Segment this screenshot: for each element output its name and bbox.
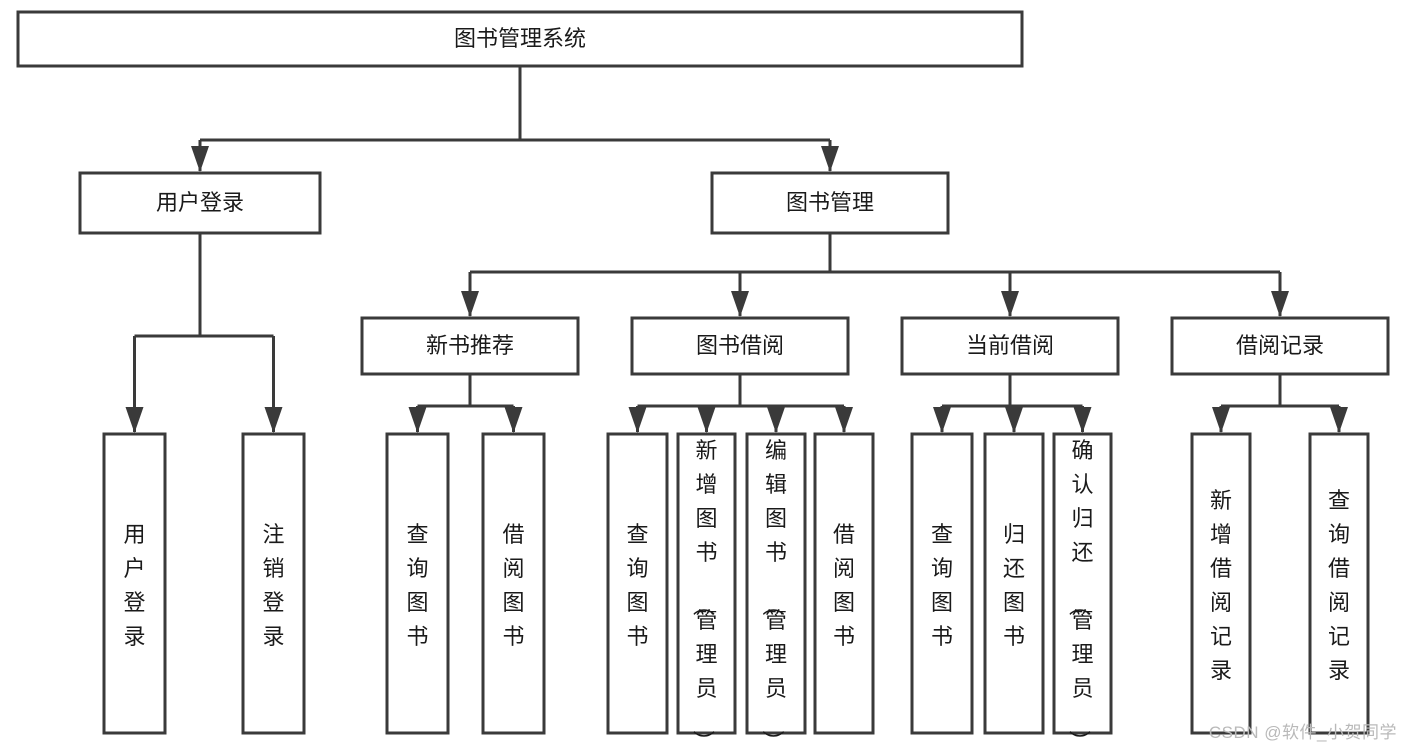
node-box-user-login[interactable] <box>78 171 322 235</box>
arrow-head-icon-leaf-query-book-3 <box>933 407 951 433</box>
node-label-user-login: 用户登录 <box>156 190 244 215</box>
node-label-leaf-query-book-1: 查询图书 <box>406 522 428 649</box>
node-box-leaf-add-book[interactable] <box>676 432 737 735</box>
node-label-leaf-return-book: 归还图书 <box>1003 522 1025 649</box>
node-label-root: 图书管理系统 <box>454 26 586 51</box>
node-label-leaf-borrow-book-2: 借阅图书 <box>833 522 855 649</box>
node-box-leaf-logout-login[interactable] <box>241 432 306 735</box>
arrow-head-icon-borrow-record <box>1271 291 1289 317</box>
arrow-head-icon-leaf-add-record <box>1212 407 1230 433</box>
node-label-book-borrow: 图书借阅 <box>696 333 784 358</box>
node-label-leaf-logout-login: 注销登录 <box>262 522 284 649</box>
node-box-leaf-query-book-1[interactable] <box>385 432 450 735</box>
node-box-leaf-query-record[interactable] <box>1308 432 1370 735</box>
arrow-head-icon-leaf-borrow-book-2 <box>835 407 853 433</box>
node-label-book-manage: 图书管理 <box>786 190 874 215</box>
arrow-head-icon-book-borrow <box>731 291 749 317</box>
node-box-book-manage[interactable] <box>710 171 950 235</box>
node-label-leaf-query-record: 查询借阅记录 <box>1328 488 1350 683</box>
node-layer: 图书管理系统用户登录图书管理新书推荐图书借阅当前借阅借阅记录用户登录注销登录查询… <box>16 10 1390 747</box>
connector-layer <box>125 66 1348 433</box>
node-box-borrow-record[interactable] <box>1170 316 1390 376</box>
arrow-head-icon-current-borrow <box>1001 291 1019 317</box>
node-box-leaf-user-login[interactable] <box>102 432 167 735</box>
node-box-leaf-query-book-3[interactable] <box>910 432 974 735</box>
arrow-head-icon-new-book-recommend <box>461 291 479 317</box>
arrow-head-icon-leaf-borrow-book-1 <box>504 407 523 433</box>
node-box-leaf-confirm-return[interactable] <box>1052 432 1113 735</box>
node-box-leaf-return-book[interactable] <box>983 432 1045 735</box>
node-label-current-borrow: 当前借阅 <box>966 333 1054 358</box>
arrow-head-icon-leaf-edit-book <box>767 407 785 433</box>
node-box-new-book-recommend[interactable] <box>360 316 580 376</box>
csdn-watermark: CSDN @软件_小贺同学 <box>1208 723 1397 742</box>
arrow-head-icon-leaf-logout-login <box>264 407 283 433</box>
node-box-leaf-borrow-book-1[interactable] <box>481 432 546 735</box>
arrow-head-icon-book-manage <box>821 146 839 172</box>
node-box-root[interactable] <box>16 10 1024 68</box>
arrow-head-icon-leaf-user-login <box>125 407 144 433</box>
node-box-leaf-add-record[interactable] <box>1190 432 1252 735</box>
node-box-leaf-edit-book[interactable] <box>745 432 807 735</box>
node-label-leaf-query-book-2: 查询图书 <box>626 522 648 649</box>
arrow-head-icon-user-login <box>191 146 209 172</box>
node-label-leaf-add-book: 新增图书（管理员） <box>690 438 717 747</box>
arrow-head-icon-leaf-query-book-2 <box>628 407 647 433</box>
node-label-leaf-borrow-book-1: 借阅图书 <box>502 522 524 649</box>
arrow-head-icon-leaf-query-record <box>1330 407 1348 433</box>
node-box-current-borrow[interactable] <box>900 316 1120 376</box>
node-box-leaf-borrow-book-2[interactable] <box>813 432 875 735</box>
node-label-leaf-edit-book: 编辑图书（管理员） <box>760 438 787 747</box>
arrow-head-icon-leaf-add-book <box>697 407 716 433</box>
arrow-head-icon-leaf-query-book-1 <box>408 407 427 433</box>
node-label-leaf-user-login: 用户登录 <box>123 522 145 649</box>
node-box-book-borrow[interactable] <box>630 316 850 376</box>
arrow-head-icon-leaf-confirm-return <box>1073 407 1092 433</box>
node-label-leaf-query-book-3: 查询图书 <box>931 522 953 649</box>
node-label-leaf-add-record: 新增借阅记录 <box>1210 488 1232 683</box>
node-label-new-book-recommend: 新书推荐 <box>426 333 514 358</box>
arrow-head-icon-leaf-return-book <box>1005 407 1023 433</box>
node-label-borrow-record: 借阅记录 <box>1236 333 1324 358</box>
node-label-leaf-confirm-return: 确认归还（管理员） <box>1066 438 1093 747</box>
node-box-leaf-query-book-2[interactable] <box>606 432 669 735</box>
